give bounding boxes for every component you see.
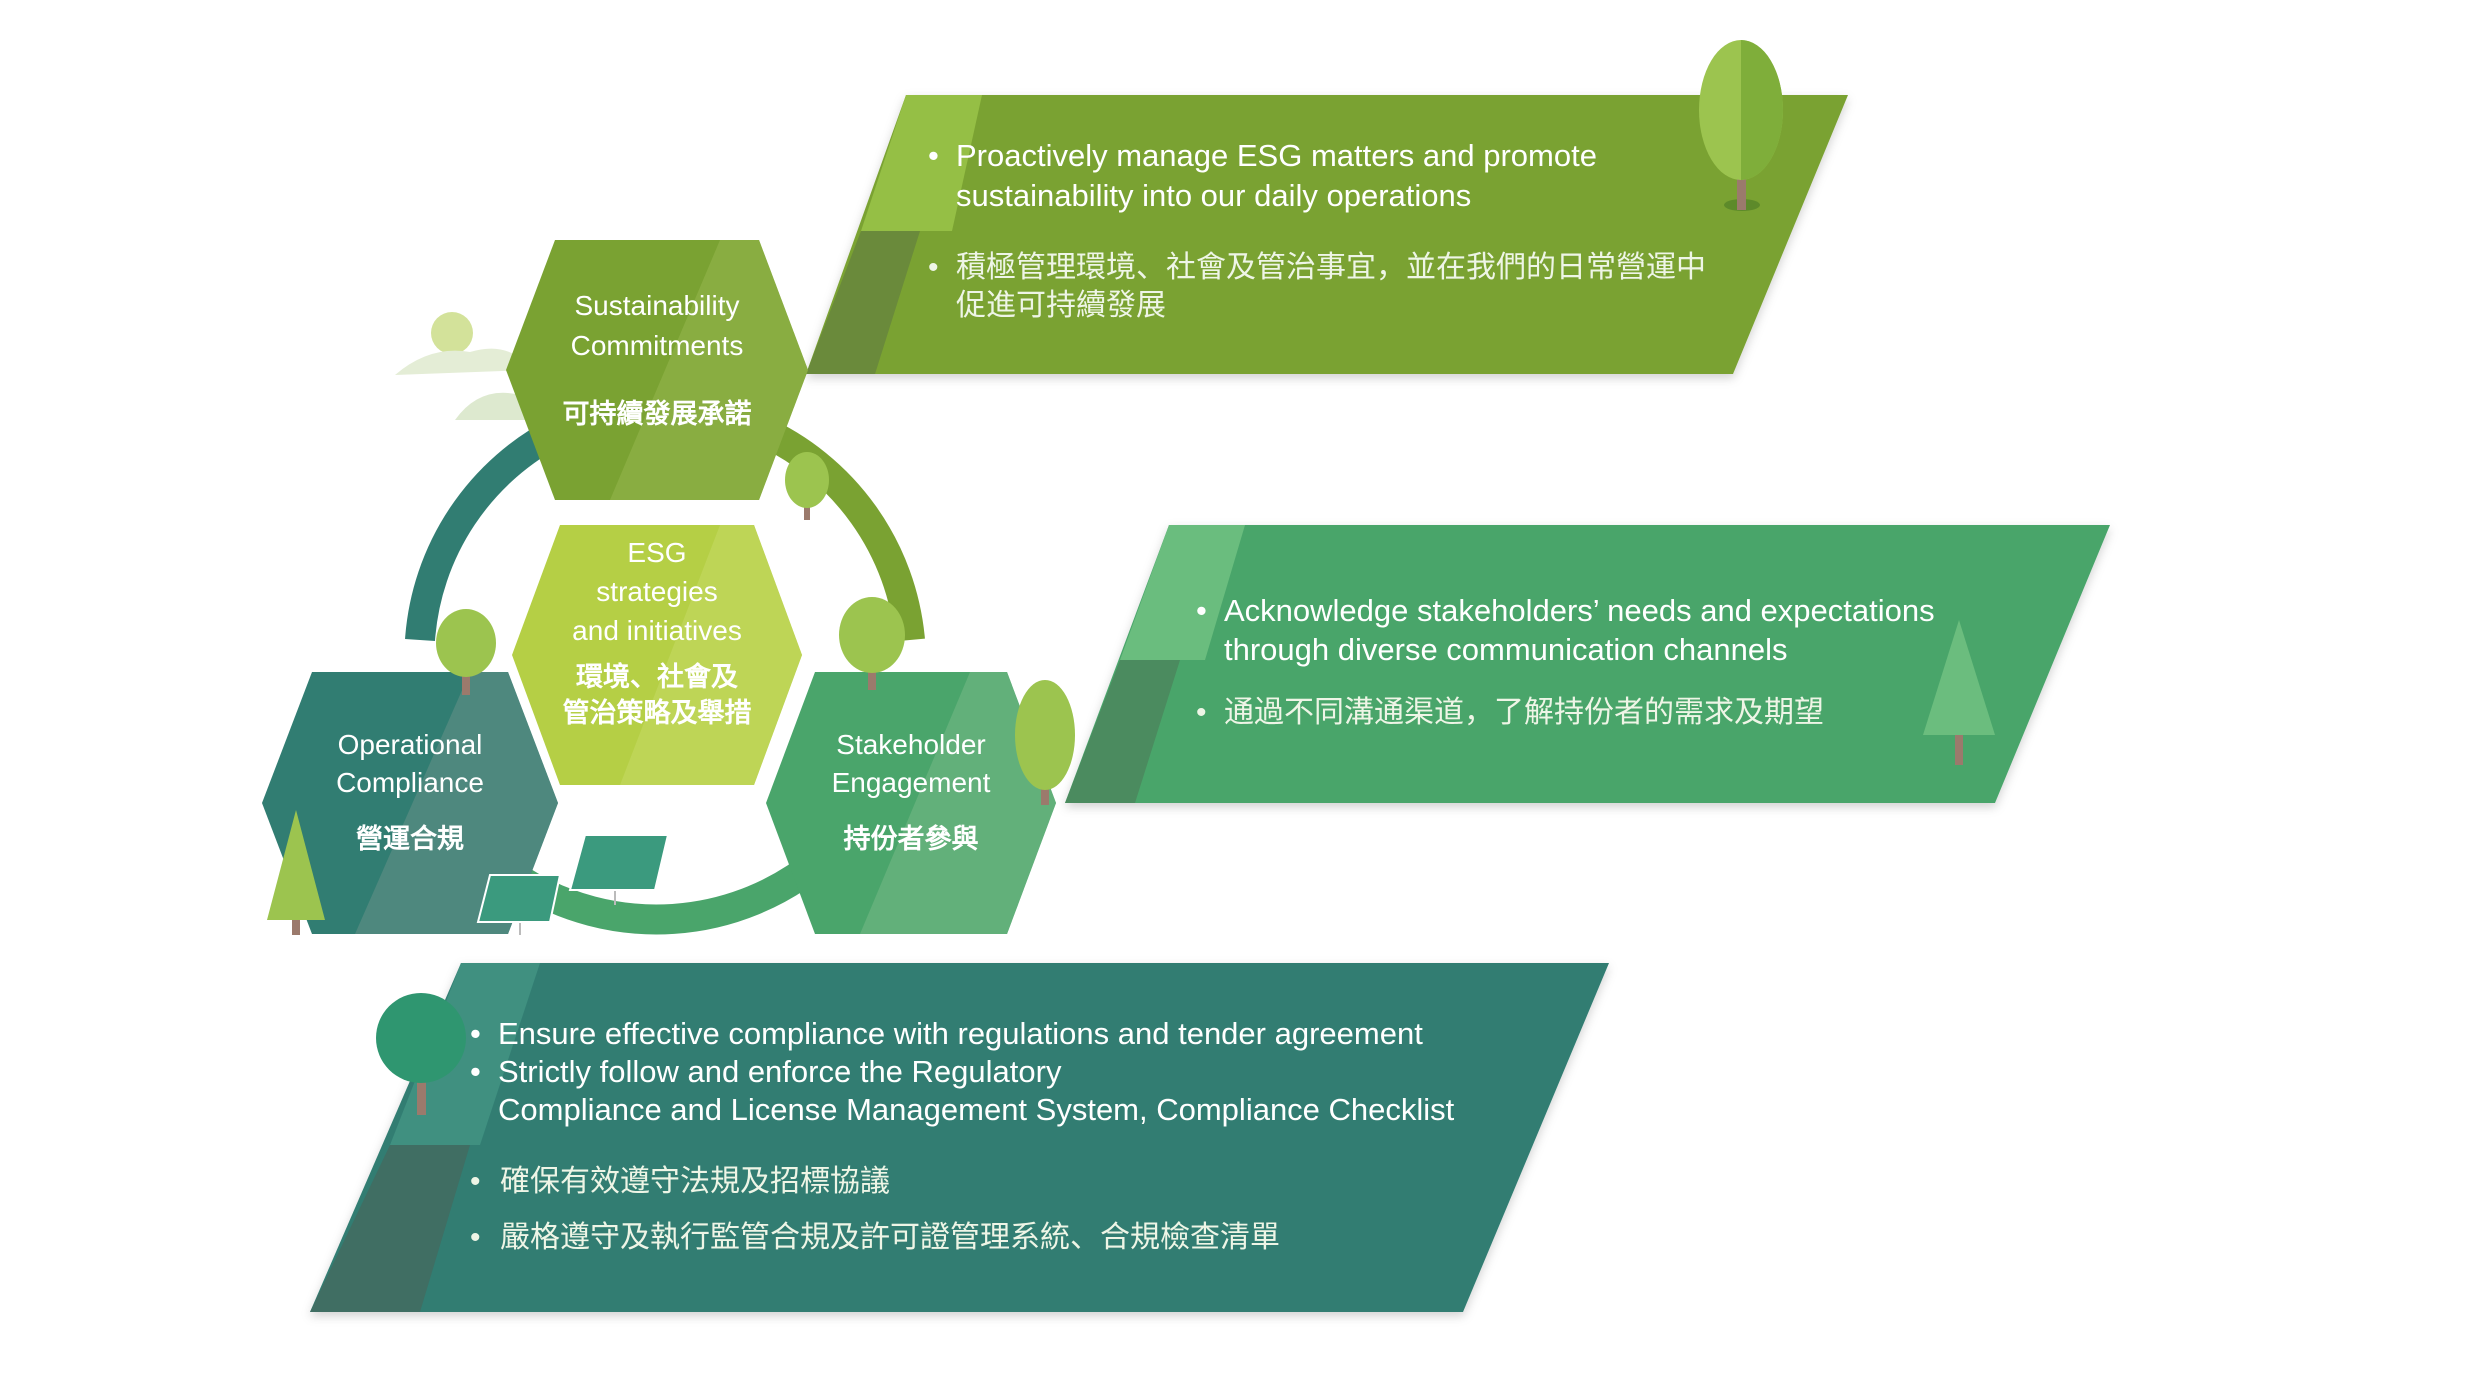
panel-operational: [310, 963, 1609, 1312]
panel-operational-zh-line2: 嚴格遵守及執行監管合規及許可證管理系統、合規檢查清單: [500, 1221, 1280, 1254]
hex-esg-en-line3: and initiatives: [572, 615, 742, 646]
panel-operational-zh-line1: 確保有效遵守法規及招標協議: [500, 1165, 890, 1198]
bullet: •: [1196, 593, 1207, 628]
bullet: •: [470, 1165, 481, 1198]
tree-icon: [1015, 680, 1075, 805]
hex-sustainability-en-line2: Commitments: [571, 330, 744, 361]
panel-operational-en-line3: Compliance and License Management System…: [498, 1092, 1455, 1127]
hexagon-esg: [512, 525, 802, 785]
bullet: •: [470, 1016, 481, 1051]
panel-sustainability-zh-line2: 促進可持續發展: [956, 289, 1166, 322]
tree-icon: [376, 993, 466, 1115]
panel-stakeholder-en-line2: through diverse communication channels: [1224, 632, 1787, 667]
tree-icon: [267, 810, 325, 935]
bullet: •: [470, 1054, 481, 1089]
panel-sustainability-en-line2: sustainability into our daily operations: [956, 178, 1471, 213]
hex-sustainability-zh: 可持續發展承諾: [563, 398, 752, 429]
panel-sustainability: [806, 95, 1848, 374]
hex-operational-zh: 營運合規: [356, 823, 464, 854]
panel-operational-en-line1: Ensure effective compliance with regulat…: [498, 1016, 1423, 1051]
panel-operational-en-line2: Strictly follow and enforce the Regulato…: [498, 1054, 1062, 1089]
hex-esg-en-line1: ESG: [627, 537, 686, 568]
hex-operational-en-line2: Compliance: [336, 767, 484, 798]
tree-icon: [436, 609, 496, 695]
bullet: •: [928, 251, 939, 284]
hex-esg-en-line2: strategies: [596, 576, 717, 607]
hex-sustainability-en-line1: Sustainability: [575, 290, 740, 321]
hexagon-operational: [262, 672, 558, 934]
tree-icon: [785, 452, 829, 520]
tree-icon: [839, 597, 905, 690]
panel-stakeholder: [1065, 525, 2110, 803]
hex-esg-zh-line1: 環境、社會及: [576, 661, 738, 692]
hex-esg-zh-line2: 管治策略及舉措: [563, 697, 752, 728]
hex-stakeholder-en-line1: Stakeholder: [836, 729, 985, 760]
bullet: •: [470, 1221, 481, 1254]
solar-panel-icon: [476, 834, 670, 935]
hex-stakeholder-zh: 持份者參與: [844, 823, 979, 854]
tree-icon: [1699, 40, 1783, 211]
hex-operational-en-line1: Operational: [338, 729, 483, 760]
hexagon-stakeholder: [766, 672, 1056, 934]
panel-stakeholder-en-line1: Acknowledge stakeholders’ needs and expe…: [1224, 593, 1935, 628]
panel-sustainability-en-line1: Proactively manage ESG matters and promo…: [956, 138, 1597, 173]
cycle-ring: [405, 416, 925, 935]
panel-stakeholder-zh-line1: 通過不同溝通渠道，了解持份者的需求及期望: [1224, 696, 1824, 729]
hex-stakeholder-en-line2: Engagement: [832, 767, 991, 798]
tree-icon: [1923, 620, 1995, 765]
bullet: •: [1196, 696, 1207, 729]
bullet: •: [928, 138, 939, 173]
panel-sustainability-zh-line1: 積極管理環境、社會及管治事宜，並在我們的日常營運中: [956, 251, 1706, 284]
hexagon-sustainability: [506, 240, 808, 500]
